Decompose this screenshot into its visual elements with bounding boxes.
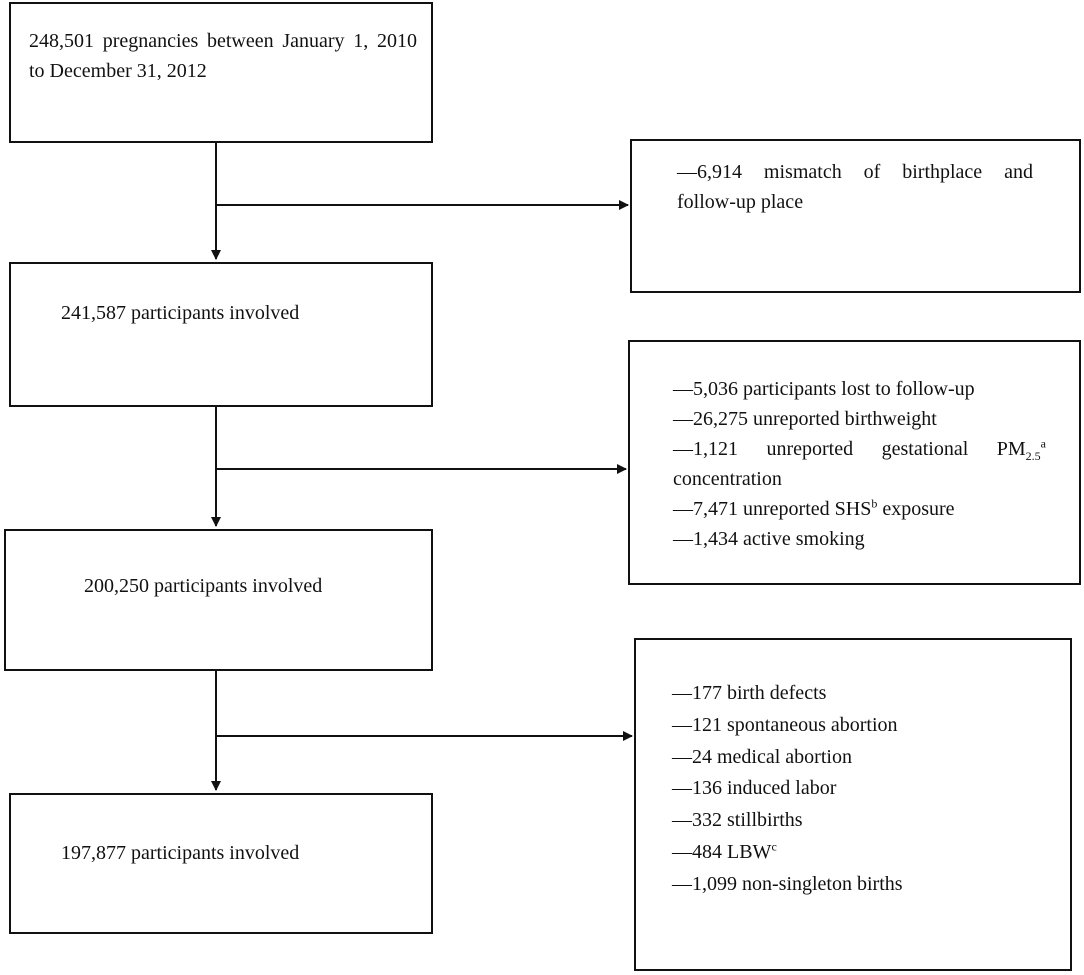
- exclusion-2-item1: —5,036 participants lost to follow-up: [673, 378, 975, 400]
- exclusion-2-item4: —7,471 unreported SHSb exposure: [673, 496, 955, 520]
- exclusion-1-line2: follow-up place: [677, 191, 804, 213]
- step1-box: 241,587 participants involved: [9, 262, 433, 407]
- step2-box: 200,250 participants involved: [4, 529, 433, 671]
- exclusion-1-line1: —6,914 mismatch of birthplace and: [677, 161, 1033, 183]
- exclusion-2-item3-word2: unreported: [766, 438, 854, 460]
- exclusion-box-2: —5,036 participants lost to follow-up —2…: [628, 340, 1081, 585]
- exclusion-2-item3-pm: PM2.5a: [996, 436, 1046, 463]
- step2-box-text: 200,250 participants involved: [84, 575, 323, 597]
- exclusion-2-item3-word1: —1,121: [673, 438, 738, 460]
- exclusion-box-3: —177 birth defects —121 spontaneous abor…: [634, 638, 1072, 971]
- exclusion-3-item1: —177 birth defects: [672, 682, 827, 704]
- exclusion-3-item6: —484 LBWc: [672, 839, 777, 863]
- start-box-text: 248,501 pregnancies between January 1, 2…: [29, 30, 417, 82]
- exclusion-3-item3: —24 medical abortion: [672, 746, 852, 768]
- exclusion-3-item4: —136 induced labor: [672, 777, 837, 799]
- exclusion-3-item5: —332 stillbirths: [672, 809, 803, 831]
- exclusion-2-item3-cont: concentration: [673, 468, 782, 490]
- step3-box-text: 197,877 participants involved: [61, 842, 300, 864]
- exclusion-2-item3-word3: gestational: [881, 438, 969, 460]
- exclusion-3-item2: —121 spontaneous abortion: [672, 714, 898, 736]
- exclusion-3-item7: —1,099 non-singleton births: [672, 873, 903, 895]
- exclusion-2-item2: —26,275 unreported birthweight: [673, 408, 937, 430]
- exclusion-2-item3: —1,121 unreported gestational PM2.5a: [673, 434, 1046, 464]
- exclusion-box-1: —6,914 mismatch of birthplace and follow…: [630, 139, 1081, 293]
- exclusion-2-item5: —1,434 active smoking: [673, 528, 865, 550]
- step3-box: 197,877 participants involved: [9, 793, 433, 934]
- start-box: 248,501 pregnancies between January 1, 2…: [9, 2, 433, 143]
- step1-box-text: 241,587 participants involved: [61, 302, 300, 324]
